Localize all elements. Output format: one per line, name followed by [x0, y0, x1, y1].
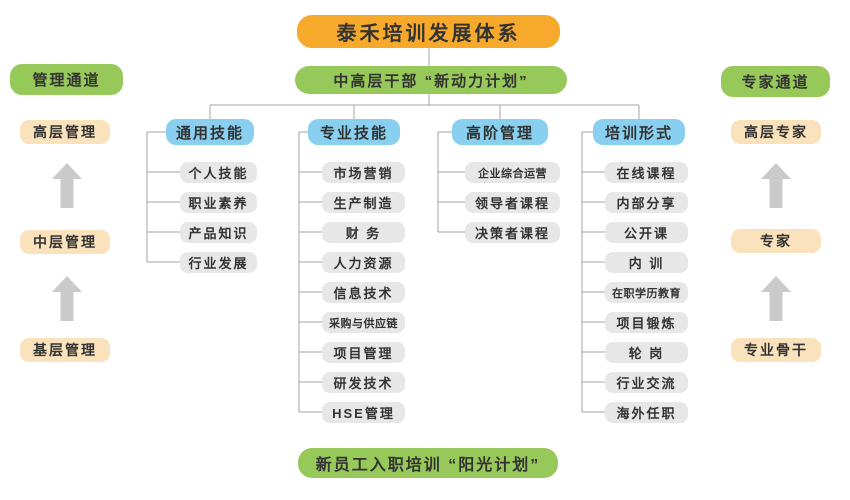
column-3-header: 高阶管理 [452, 119, 548, 145]
tree-item: 企业综合运营 [465, 162, 560, 183]
tree-item: 公开课 [605, 222, 688, 243]
tree-item: 信息技术 [322, 282, 405, 303]
expert-level-middle: 专家 [731, 229, 821, 253]
tree-item: 内部分享 [605, 192, 688, 213]
tree-item: 行业发展 [180, 252, 257, 273]
up-arrow-icon [52, 276, 82, 321]
column-4-header: 培训形式 [593, 119, 685, 145]
management-channel-title: 管理通道 [10, 64, 123, 95]
column-1-header: 通用技能 [166, 119, 254, 145]
tree-item: 财 务 [322, 222, 405, 243]
column-2-header: 专业技能 [308, 119, 400, 145]
tree-item: 海外任职 [605, 402, 688, 423]
up-arrow-icon [761, 163, 791, 208]
expert-level-base: 专业骨干 [731, 338, 821, 362]
onboarding-banner: 新员工入职培训 “阳光计划” [298, 448, 558, 478]
tree-item: 轮 岗 [605, 342, 688, 363]
tree-item: 决策者课程 [465, 222, 560, 243]
main-title: 泰禾培训发展体系 [297, 15, 560, 48]
tree-item: 职业素养 [180, 192, 257, 213]
tree-item: 项目管理 [322, 342, 405, 363]
tree-item: 内 训 [605, 252, 688, 273]
management-level-top: 高层管理 [20, 120, 110, 144]
expert-level-top: 高层专家 [731, 120, 821, 144]
tree-item: 领导者课程 [465, 192, 560, 213]
column-2-spine [298, 131, 322, 413]
tree-item: 产品知识 [180, 222, 257, 243]
tree-item: 研发技术 [322, 372, 405, 393]
tree-item: 个人技能 [180, 162, 257, 183]
tree-item: 在职学历教育 [605, 282, 688, 303]
tree-item: 人力资源 [322, 252, 405, 273]
tree-item: 行业交流 [605, 372, 688, 393]
tree-item: 采购与供应链 [322, 312, 405, 333]
tree-item: HSE管理 [322, 402, 405, 423]
tree-item: 在线课程 [605, 162, 688, 183]
management-level-middle: 中层管理 [20, 230, 110, 254]
program-banner: 中高层干部 “新动力计划” [295, 66, 567, 94]
column-4-spine [581, 131, 605, 413]
up-arrow-icon [52, 163, 82, 208]
management-level-base: 基层管理 [20, 338, 110, 362]
tree-item: 项目锻炼 [605, 312, 688, 333]
expert-channel-title: 专家通道 [721, 66, 830, 97]
column-3-spine [437, 131, 465, 233]
tree-item: 生产制造 [322, 192, 405, 213]
up-arrow-icon [761, 276, 791, 321]
tree-item: 市场营销 [322, 162, 405, 183]
column-1-spine [146, 131, 180, 263]
